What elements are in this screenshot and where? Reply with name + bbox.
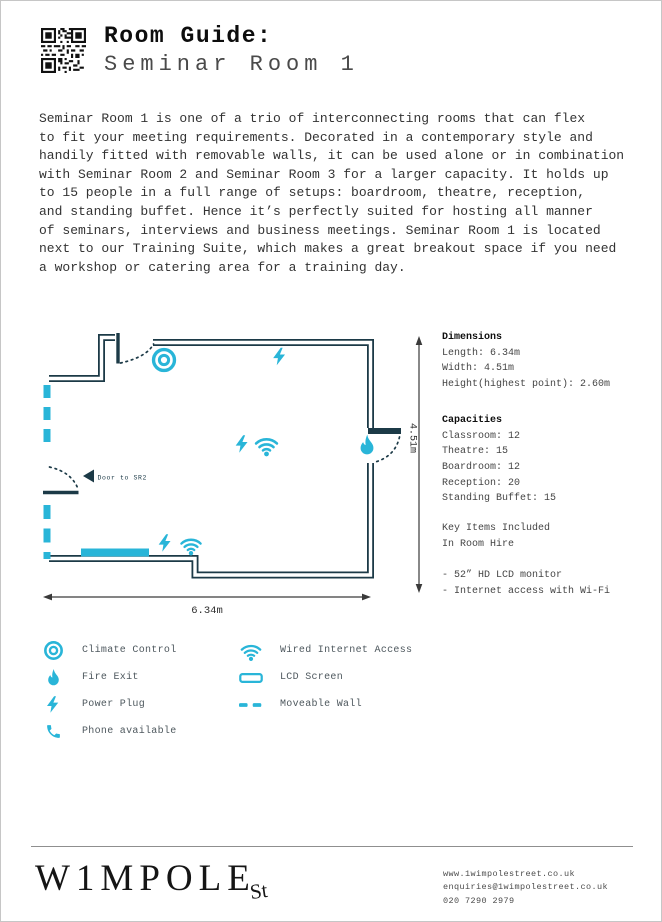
power-plug-icon: [41, 694, 65, 716]
door-swing-arcs: [48, 343, 401, 491]
wifi-icon: [180, 538, 202, 557]
fire-exit-icon: [360, 434, 374, 455]
moveable-wall-icon: [239, 694, 263, 716]
legend-label: Fire Exit: [82, 672, 139, 683]
power-plug-icon: [273, 347, 286, 366]
legend-label: Power Plug: [82, 699, 146, 710]
width-dimension-label: 4.51m: [407, 423, 418, 453]
climate-control-icon: [151, 347, 177, 373]
power-plug-icon: [158, 534, 171, 552]
room-walls: [49, 334, 374, 579]
capacities-block: Capacities Classroom: 12 Theatre: 15 Boa…: [442, 413, 654, 507]
legend-left-column: Climate Control Fire Exit Power Plug Pho…: [41, 637, 177, 745]
lcd-screen-icon: [239, 667, 263, 689]
fire-exit-icon: [41, 667, 65, 689]
key-items-heading: Key Items Included In Room Hire: [442, 523, 551, 550]
legend-label: Wired Internet Access: [280, 645, 413, 656]
power-plug-icon: [235, 435, 248, 453]
wifi-icon: [254, 437, 279, 458]
logo-sub-text: St: [248, 877, 269, 905]
capacities-values: Classroom: 12 Theatre: 15 Boardroom: 12 …: [442, 430, 557, 505]
footer-phone: 020 7290 2979: [443, 895, 515, 906]
key-items-block: Key Items Included In Room Hire - 52” HD…: [442, 521, 654, 600]
intro-paragraph: Seminar Room 1 is one of a trio of inter…: [39, 111, 625, 275]
wimpole-street-logo: W1MPOLESt: [35, 857, 269, 904]
lcd-screen-marker: [81, 548, 149, 557]
legend-label: Phone available: [82, 726, 177, 737]
dimensions-block: Dimensions Length: 6.34m Width: 4.51m He…: [442, 330, 654, 393]
footer-email: enquiries@1wimpolestreet.co.uk: [443, 882, 609, 892]
door-to-sr2-label: Door to SR2: [98, 475, 148, 482]
legend-label: LCD Screen: [280, 672, 344, 683]
climate-control-icon: [41, 640, 65, 662]
legend-item-power-plug: Power Plug: [41, 691, 177, 718]
floor-plan-diagram: Door to SR2 6.34m 4.51m: [43, 333, 423, 617]
legend-item-climate-control: Climate Control: [41, 637, 177, 664]
legend-right-column: Wired Internet Access LCD Screen Moveabl…: [239, 637, 412, 718]
legend-label: Moveable Wall: [280, 699, 362, 710]
phone-icon: [41, 721, 65, 743]
page-title: Room Guide:: [104, 23, 273, 49]
capacities-heading: Capacities: [442, 414, 503, 426]
room-walls-core: [49, 335, 373, 577]
dimensions-heading: Dimensions: [442, 332, 503, 343]
dimension-lines: [51, 344, 420, 598]
legend-item-phone: Phone available: [41, 718, 177, 745]
legend-label: Climate Control: [82, 645, 177, 656]
footer-contacts: www.1wimpolestreet.co.uk enquiries@1wimp…: [443, 854, 608, 908]
room-details-panel: Dimensions Length: 6.34m Width: 4.51m He…: [442, 330, 654, 600]
key-items-values: - 52” HD LCD monitor - Internet access w…: [442, 570, 611, 598]
qr-code-icon: [41, 28, 86, 73]
logo-main-text: W1MPOLE: [35, 858, 256, 899]
footer-website: www.1wimpolestreet.co.uk: [443, 868, 576, 879]
dimensions-values: Length: 6.34m Width: 4.51m Height(highes…: [442, 347, 611, 391]
door-arrow-icon: [83, 469, 94, 483]
room-name-subtitle: Seminar Room 1: [104, 52, 359, 77]
length-dimension-label: 6.34m: [191, 605, 223, 617]
dimension-arrowheads: [43, 336, 423, 601]
legend-item-wifi: Wired Internet Access: [239, 637, 412, 664]
legend-item-lcd-screen: LCD Screen: [239, 664, 412, 691]
legend-item-moveable-wall: Moveable Wall: [239, 691, 412, 718]
legend-item-fire-exit: Fire Exit: [41, 664, 177, 691]
footer-divider: [31, 846, 633, 847]
wifi-icon: [239, 640, 263, 662]
